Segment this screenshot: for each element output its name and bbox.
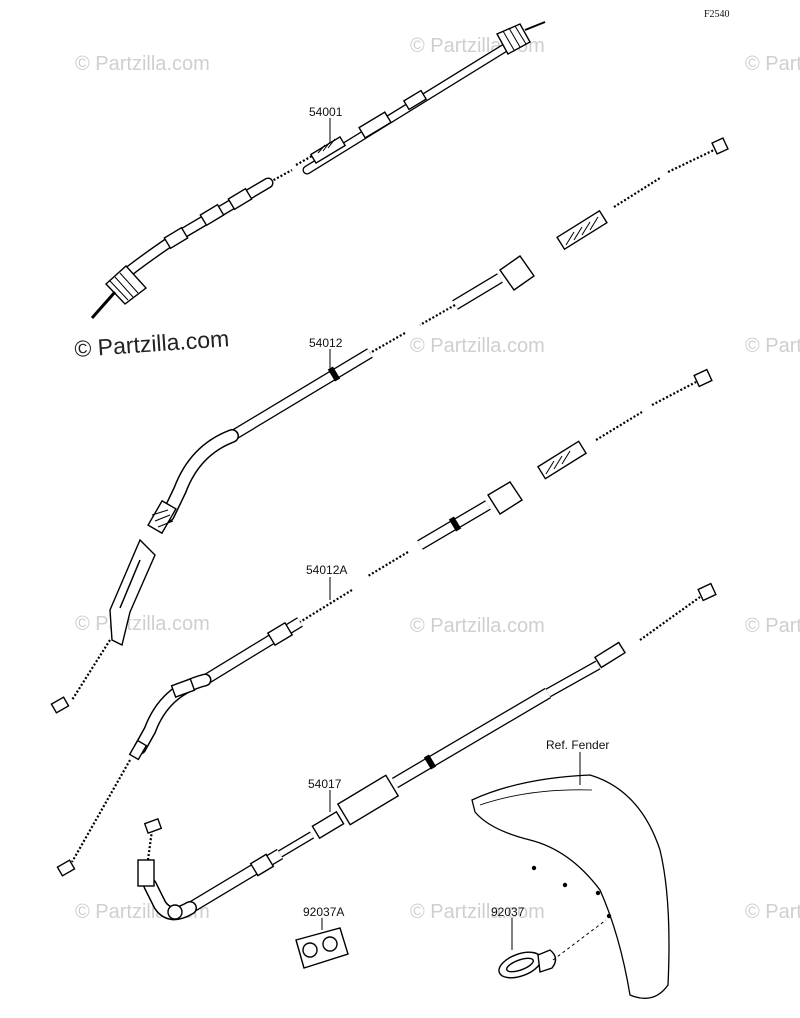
watermark-layer: © Partzilla.com © Partzilla.com © Partzi… bbox=[74, 35, 800, 923]
watermark-text: © Partzilla.com bbox=[745, 53, 800, 75]
grommet-92037[interactable] bbox=[496, 919, 607, 983]
fender-reference bbox=[471, 774, 670, 999]
watermark-text: © Partzilla.com bbox=[75, 53, 210, 75]
cable-54012A[interactable] bbox=[56, 368, 713, 877]
part-label-54012[interactable]: 54012 bbox=[309, 336, 343, 350]
part-label-92037[interactable]: 92037 bbox=[491, 905, 525, 919]
watermark-text-dark: © Partzilla.com bbox=[74, 325, 230, 362]
part-label-54001[interactable]: 54001 bbox=[309, 105, 343, 119]
part-label-54017[interactable]: 54017 bbox=[308, 777, 342, 791]
cable-54012[interactable] bbox=[50, 137, 729, 714]
watermark-text: © Partzilla.com bbox=[745, 615, 800, 637]
watermark-text: © Partzilla.com bbox=[75, 613, 210, 635]
cable-54001[interactable] bbox=[90, 21, 546, 319]
watermark-text: © Partzilla.com bbox=[410, 615, 545, 637]
clamp-92037A[interactable] bbox=[295, 927, 349, 969]
watermark-text: © Partzilla.com bbox=[410, 901, 545, 923]
cable-54017[interactable] bbox=[137, 582, 717, 921]
part-label-92037A[interactable]: 92037A bbox=[303, 905, 344, 919]
watermark-text: © Partzilla.com bbox=[745, 901, 800, 923]
figure-id: F2540 bbox=[704, 9, 730, 20]
reference-label-fender: Ref. Fender bbox=[546, 738, 609, 752]
watermark-text: © Partzilla.com bbox=[745, 335, 800, 357]
part-label-54012A[interactable]: 54012A bbox=[306, 563, 347, 577]
watermark-text: © Partzilla.com bbox=[410, 335, 545, 357]
